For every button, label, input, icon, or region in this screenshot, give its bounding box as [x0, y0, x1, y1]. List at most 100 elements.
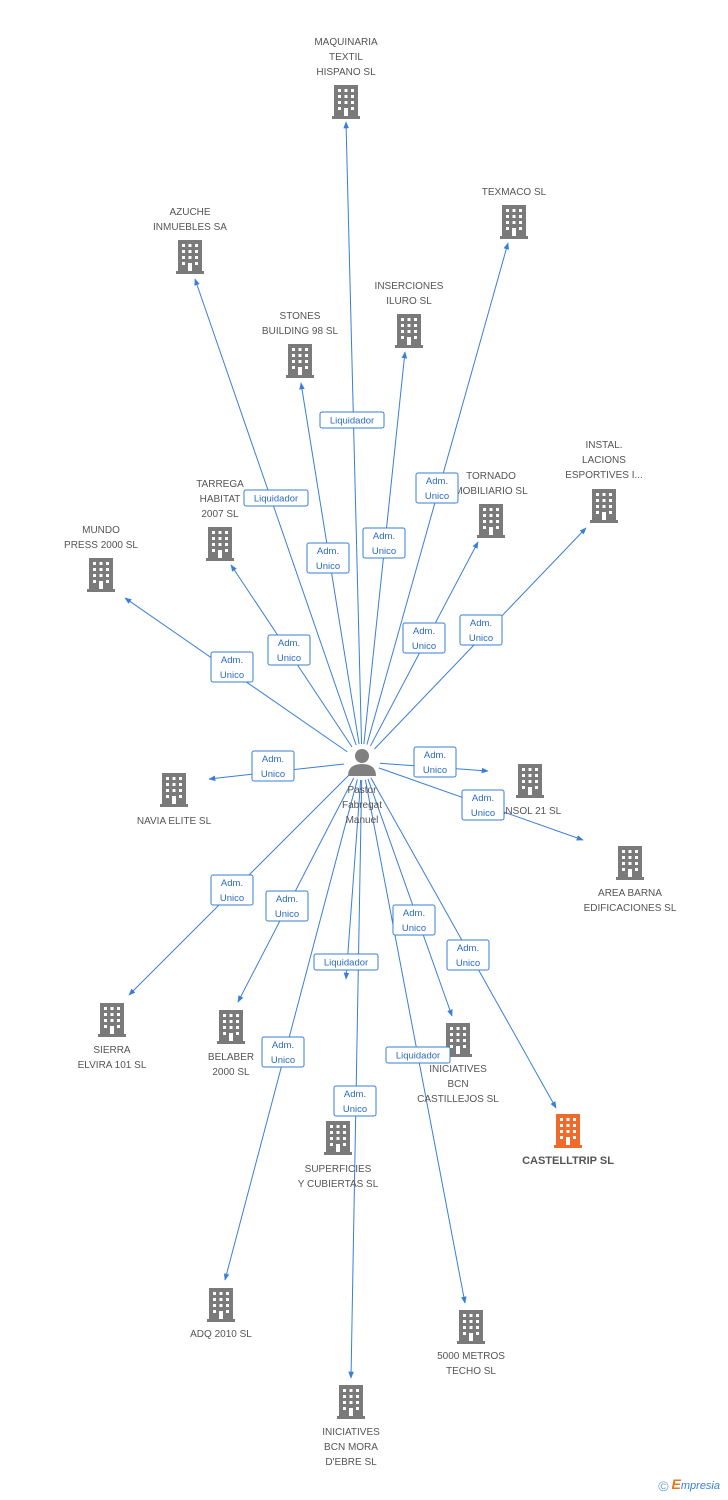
edge-role-label-stones[interactable]: Adm.Unico	[306, 542, 350, 574]
edge-role-label-mundo[interactable]: Adm.Unico	[210, 651, 254, 683]
edge-role-label-sierra[interactable]: Adm.Unico	[210, 874, 254, 906]
company-name-line: TEXMACO SL	[482, 187, 547, 198]
company-name-line: ESPORTIVES I...	[565, 470, 643, 481]
company-name-line: PRESS 2000 SL	[64, 540, 138, 551]
edge-role-label-tarrega[interactable]: Adm.Unico	[267, 634, 311, 666]
edge-role-text: Adm.	[426, 476, 448, 487]
edge-role-label-castelltrip[interactable]: Adm. Unico	[446, 939, 490, 971]
edge-role-box	[413, 746, 457, 778]
edge-role-label-navia[interactable]: Adm.Unico	[251, 750, 295, 782]
edge-role-text: Adm.	[413, 626, 435, 637]
edge-role-label-ansol[interactable]: Adm. Unico	[413, 746, 457, 778]
building-icon	[176, 240, 204, 274]
edge-role-box	[210, 651, 254, 683]
edge-role-label-inserciones[interactable]: Adm.Unico	[362, 527, 406, 559]
edge-role-label-areabarna[interactable]: Adm.Unico	[461, 789, 505, 821]
edge-role-label-iniciativesbcn[interactable]: Adm.Unico	[392, 904, 436, 936]
company-name-line: INSTAL.	[585, 440, 622, 451]
edge-line-maquinaria	[343, 121, 363, 745]
edge-role-text: Unico	[469, 633, 493, 644]
edge-role-text: Liquidador	[324, 958, 368, 969]
edge-role-label-belaber[interactable]: Adm.Unico	[265, 890, 309, 922]
company-name-line: LACIONS	[582, 455, 626, 466]
company-name-line: ANSOL 21 SL	[499, 806, 562, 817]
company-name-line: MUNDO	[82, 525, 120, 536]
edge-role-text: Unico	[456, 958, 480, 969]
edge-role-label-adq[interactable]: Adm.Unico	[261, 1036, 305, 1068]
company-node-ansol[interactable]: ANSOL 21 SL	[499, 764, 562, 817]
edge-role-text: Adm.	[221, 878, 243, 889]
edge-role-box	[267, 634, 311, 666]
person-name-line: Fabregat	[342, 800, 382, 811]
edge-role-label-superficies[interactable]: Liquidador	[313, 953, 379, 971]
edge-role-text: Unico	[343, 1104, 367, 1115]
building-icon	[616, 846, 644, 880]
company-node-castelltrip[interactable]: CASTELLTRIP SL	[522, 1114, 614, 1167]
company-name-line: MAQUINARIA	[314, 37, 378, 48]
edge-role-text: Unico	[316, 561, 340, 572]
company-name-line: ILURO SL	[386, 296, 432, 307]
company-node-sierra[interactable]: SIERRA ELVIRA 101 SL	[78, 1003, 147, 1071]
copyright-icon: ©	[658, 1478, 669, 1494]
company-node-adq[interactable]: ADQ 2010 SL	[190, 1288, 252, 1340]
brand-initial: E	[671, 1475, 681, 1492]
edge-role-label-5000metros[interactable]: Liquidador	[385, 1046, 451, 1064]
company-name-line: HISPANO SL	[316, 67, 376, 78]
edge-role-label-instal[interactable]: Adm.Unico	[459, 614, 503, 646]
company-node-navia[interactable]: NAVIA ELITE SL	[137, 773, 212, 827]
edge-role-box	[333, 1085, 377, 1117]
building-icon	[286, 344, 314, 378]
edge-role-text: Adm.	[344, 1089, 366, 1100]
edge-role-text: Liquidador	[330, 416, 374, 427]
edge-role-text: Adm.	[424, 750, 446, 761]
building-icon	[324, 1121, 352, 1155]
edge-role-text: Unico	[220, 670, 244, 681]
company-name-line: 5000 METROS	[437, 1351, 505, 1362]
company-name-line: HABITAT	[200, 494, 241, 505]
building-icon	[590, 489, 618, 523]
edge-role-label-texmaco[interactable]: Adm.Unico	[415, 472, 459, 504]
company-name-line: Y CUBIERTAS SL	[298, 1179, 379, 1190]
edge-role-box	[402, 622, 446, 654]
company-name-line: ELVIRA 101 SL	[78, 1060, 147, 1071]
edge-role-box	[461, 789, 505, 821]
company-node-mundo[interactable]: MUNDO PRESS 2000 SL	[64, 525, 138, 592]
company-name-line: BCN MORA	[324, 1442, 378, 1453]
edge-role-label-azuche[interactable]: Liquidador	[243, 489, 309, 507]
edge-role-text: Adm.	[262, 754, 284, 765]
company-node-texmaco[interactable]: TEXMACO SL	[482, 187, 547, 239]
edge-role-label-maquinaria[interactable]: Liquidador	[319, 411, 385, 429]
company-name-line: EDIFICACIONES SL	[584, 903, 677, 914]
building-icon	[395, 314, 423, 348]
edge-role-label-tornado[interactable]: Adm. Unico	[402, 622, 446, 654]
edge-role-box	[306, 542, 350, 574]
edge-role-text: Unico	[423, 765, 447, 776]
edge-role-text: Unico	[412, 641, 436, 652]
company-node-instal[interactable]: INSTAL. LACIONS ESPORTIVES I...	[565, 440, 643, 523]
company-name-line: SIERRA	[93, 1045, 131, 1056]
edge-role-label-iniciativesmora[interactable]: Adm. Unico	[333, 1085, 377, 1117]
edge-line-iniciativesbcn	[367, 778, 453, 1017]
edge-role-text: Adm.	[457, 943, 479, 954]
edge-role-box	[243, 489, 309, 507]
building-icon	[477, 504, 505, 538]
building-icon	[217, 1010, 245, 1044]
building-icon	[206, 527, 234, 561]
company-name-line: 2007 SL	[201, 509, 239, 520]
company-name-line: D'EBRE SL	[325, 1457, 377, 1468]
edge-role-text: Unico	[271, 1055, 295, 1066]
